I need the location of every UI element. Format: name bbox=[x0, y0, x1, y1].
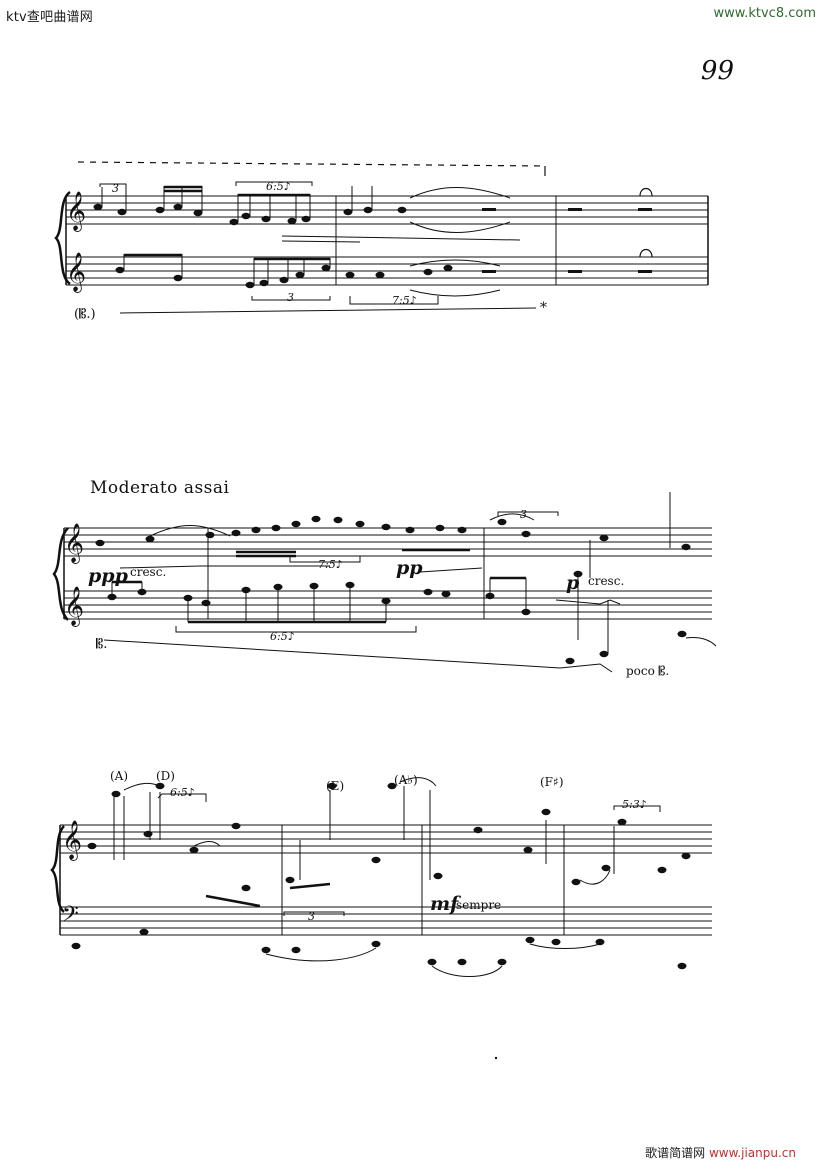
treble-staff-1b bbox=[66, 256, 708, 286]
system-2: 𝄞 𝄞 bbox=[52, 492, 717, 673]
svg-text:𝄞: 𝄞 bbox=[64, 586, 84, 627]
expression-marking: sempre bbox=[456, 898, 502, 912]
dynamic-marking: mf bbox=[430, 893, 459, 915]
tuplet-label: 6:5♪ bbox=[266, 180, 291, 193]
page-number: 99 bbox=[700, 56, 734, 86]
pedal-mark: (𝄡.) bbox=[74, 306, 96, 322]
chord-label: (A♭) bbox=[394, 773, 418, 787]
chord-label: (F♯) bbox=[540, 775, 564, 789]
dynamic-marking: ppp bbox=[88, 565, 128, 587]
treble-staff-1 bbox=[66, 195, 708, 225]
svg-text:𝄞: 𝄞 bbox=[66, 191, 86, 232]
tuplet-label: 3 bbox=[112, 182, 119, 195]
chord-label: (D) bbox=[156, 769, 175, 783]
svg-text:𝄞: 𝄞 bbox=[66, 252, 86, 293]
pedal-release: * bbox=[540, 300, 547, 316]
expression-marking: poco 𝄡. bbox=[626, 664, 670, 678]
dynamic-marking: p bbox=[566, 572, 580, 594]
system-3: 𝄞 𝄢 bbox=[50, 777, 712, 977]
chord-label: (E) bbox=[326, 779, 344, 793]
svg-text:𝄞: 𝄞 bbox=[62, 820, 82, 861]
tuplet-label: 7:5♪ bbox=[318, 558, 343, 571]
tuplet-label: 3 bbox=[308, 910, 315, 923]
tuplet-label: 5:3♪ bbox=[622, 798, 647, 811]
svg-text:𝄞: 𝄞 bbox=[64, 523, 84, 564]
watermark-left: ktv查吧曲谱网 bbox=[6, 10, 93, 25]
watermark-bottom-url: www.jianpu.cn bbox=[708, 1146, 796, 1160]
tuplet-label: 6:5♪ bbox=[170, 786, 195, 799]
watermark-right: www.ktvc8.com bbox=[713, 6, 816, 21]
system-1: 𝄞 𝄞 bbox=[54, 161, 709, 314]
tuplet-label: 7:5♪ bbox=[392, 294, 417, 307]
chord-label: (A) bbox=[110, 769, 128, 783]
watermark-bottom: 歌谱简谱网 www.jianpu.cn bbox=[645, 1144, 796, 1161]
tuplet-label: 3 bbox=[287, 291, 294, 304]
tempo-marking: Moderato assai bbox=[90, 478, 230, 498]
expression-marking: cresc. bbox=[130, 565, 167, 579]
pedal-mark: 𝄡. bbox=[96, 636, 107, 652]
expression-marking: cresc. bbox=[588, 574, 625, 588]
tuplet-label: 3 bbox=[520, 508, 527, 521]
watermark-bottom-prefix: 歌谱简谱网 bbox=[645, 1146, 706, 1160]
dynamic-marking: pp bbox=[396, 557, 423, 579]
tuplet-label: 6:5♪ bbox=[270, 630, 295, 643]
svg-text:𝄢: 𝄢 bbox=[62, 902, 79, 932]
